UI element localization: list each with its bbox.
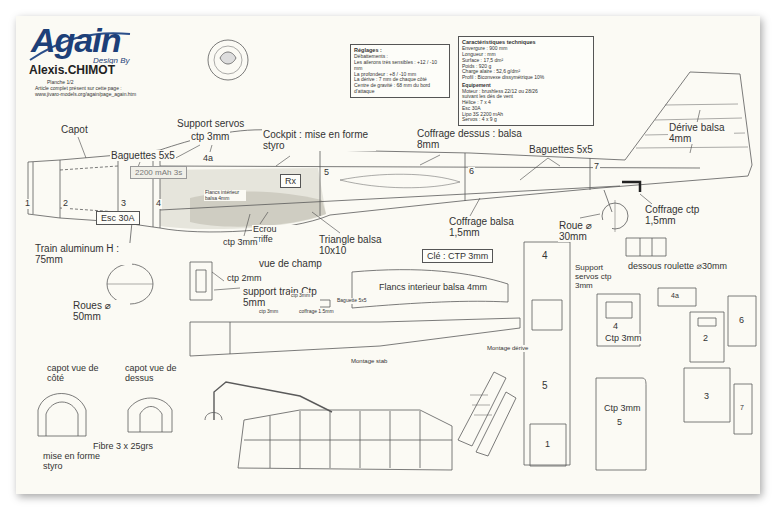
part-label: ctp 3mm (190, 131, 230, 142)
callout-number: 6 (468, 167, 475, 177)
part-label: ctp 3mm (258, 309, 279, 315)
part-label: Fibre 3 x 25grs (92, 442, 154, 452)
part-label: Article complet présent sur cette page : (34, 86, 123, 92)
box-heading: Caractéristiques techniques (462, 39, 590, 45)
part-label: ctp 2mm (226, 274, 263, 284)
part-label: Flancs intérieur balsa 4mm (204, 190, 246, 201)
part-label: Flancs interieur balsa 4mm (378, 283, 488, 293)
part-label: vue dessous roulette ⌀30mm (610, 262, 728, 272)
callout-number: 5 (541, 380, 549, 391)
part-label: Capot (60, 124, 89, 135)
part-label: vue de champ (258, 258, 323, 269)
callout-number: 7 (593, 162, 600, 172)
component-box: Rx (280, 174, 301, 188)
box-text: Profil : Biconvexe dissymétrique 10% (462, 75, 590, 81)
part-label: coffrage 1.5mm (298, 309, 335, 315)
part-label: Baguettes 5x5 (110, 150, 176, 161)
callout-number: 2 (702, 334, 709, 344)
part-label: Coffrage balsa 1,5mm (448, 216, 526, 238)
part-label: Planche 1/2 (46, 80, 74, 86)
box-text: Servos : 4 x 9 g (462, 117, 590, 123)
component-box: Esc 30A (96, 211, 140, 225)
part-label: Train aluminum H : 75mm (34, 243, 132, 265)
box-heading: Réglages : (354, 47, 446, 53)
part-label: www.jivaro-models.org/again/page_again.h… (34, 92, 137, 98)
callout-number: 3 (120, 199, 127, 209)
part-label: Ctp 3mm (603, 404, 642, 414)
callout-number: 4 (612, 322, 619, 332)
part-label: Montage dérive (486, 345, 529, 352)
callout-number: 5 (323, 168, 330, 178)
callout-number: 4a (202, 154, 214, 164)
part-label: Coffrage dessus : balsa 8mm (416, 128, 526, 150)
part-label: Cockpit : mise en forme styro (262, 129, 376, 151)
box-text: Hélice : 7 x 4 (462, 100, 590, 106)
part-label: ctp 3mm (222, 238, 259, 248)
part-label: Ecrou griffe (252, 225, 298, 245)
box-text: Esc 30A (101, 213, 135, 223)
component-box: 2200 mAh 3s (130, 166, 187, 179)
box-text: 2200 mAh 3s (135, 168, 182, 177)
part-label: Baguettes 5x5 (528, 144, 594, 155)
spec-box: Caractéristiques techniquesEnvergure : 9… (458, 36, 594, 126)
callout-number: 4a (670, 292, 680, 300)
part-label: Triangle balsa 10x10 (318, 234, 390, 256)
callout-number: 3 (703, 392, 710, 402)
callout-number: 1 (24, 199, 31, 209)
callout-number: 2 (62, 199, 69, 209)
box-text: Centre de gravité : 68 mm du bord d'atta… (354, 83, 446, 95)
part-label: capot vue de dessus (124, 364, 182, 384)
part-label: Montage stab (350, 358, 388, 365)
part-label: Roue ⌀ 30mm (558, 220, 612, 242)
part-label: Roues ⌀ 50mm (72, 300, 130, 322)
box-text: Rx (285, 176, 296, 186)
component-box: Clé : CTP 3mm (422, 249, 493, 263)
box-text: Les ailerons très sensibles : +12 / -10 … (354, 60, 446, 72)
part-label: capot vue de côté (46, 364, 104, 384)
callout-number: 4 (155, 199, 162, 209)
part-label: Alexis.CHIMOT (28, 64, 116, 77)
callout-number: 7 (739, 404, 745, 412)
part-label: Dérive balsa 4mm (668, 122, 734, 144)
callout-number: 4 (541, 250, 549, 261)
callout-number: 1 (544, 440, 551, 450)
part-label: Support servos (176, 118, 245, 129)
part-label: ctp 3mm (290, 293, 311, 299)
logo-text: Again (30, 22, 121, 59)
spec-box: Réglages :Débattements :Les ailerons trè… (350, 44, 450, 98)
callout-number: 5 (616, 418, 623, 428)
part-label: Baguette 5x5 (336, 298, 367, 304)
part-label: Ctp 3mm (604, 334, 643, 344)
part-label: Coffrage ctp 1,5mm (644, 204, 712, 226)
callout-number: 6 (738, 316, 745, 326)
box-text: Clé : CTP 3mm (427, 251, 488, 261)
part-label: mise en forme styro (42, 452, 104, 472)
part-label: Support servos ctp 3mm (574, 264, 626, 290)
